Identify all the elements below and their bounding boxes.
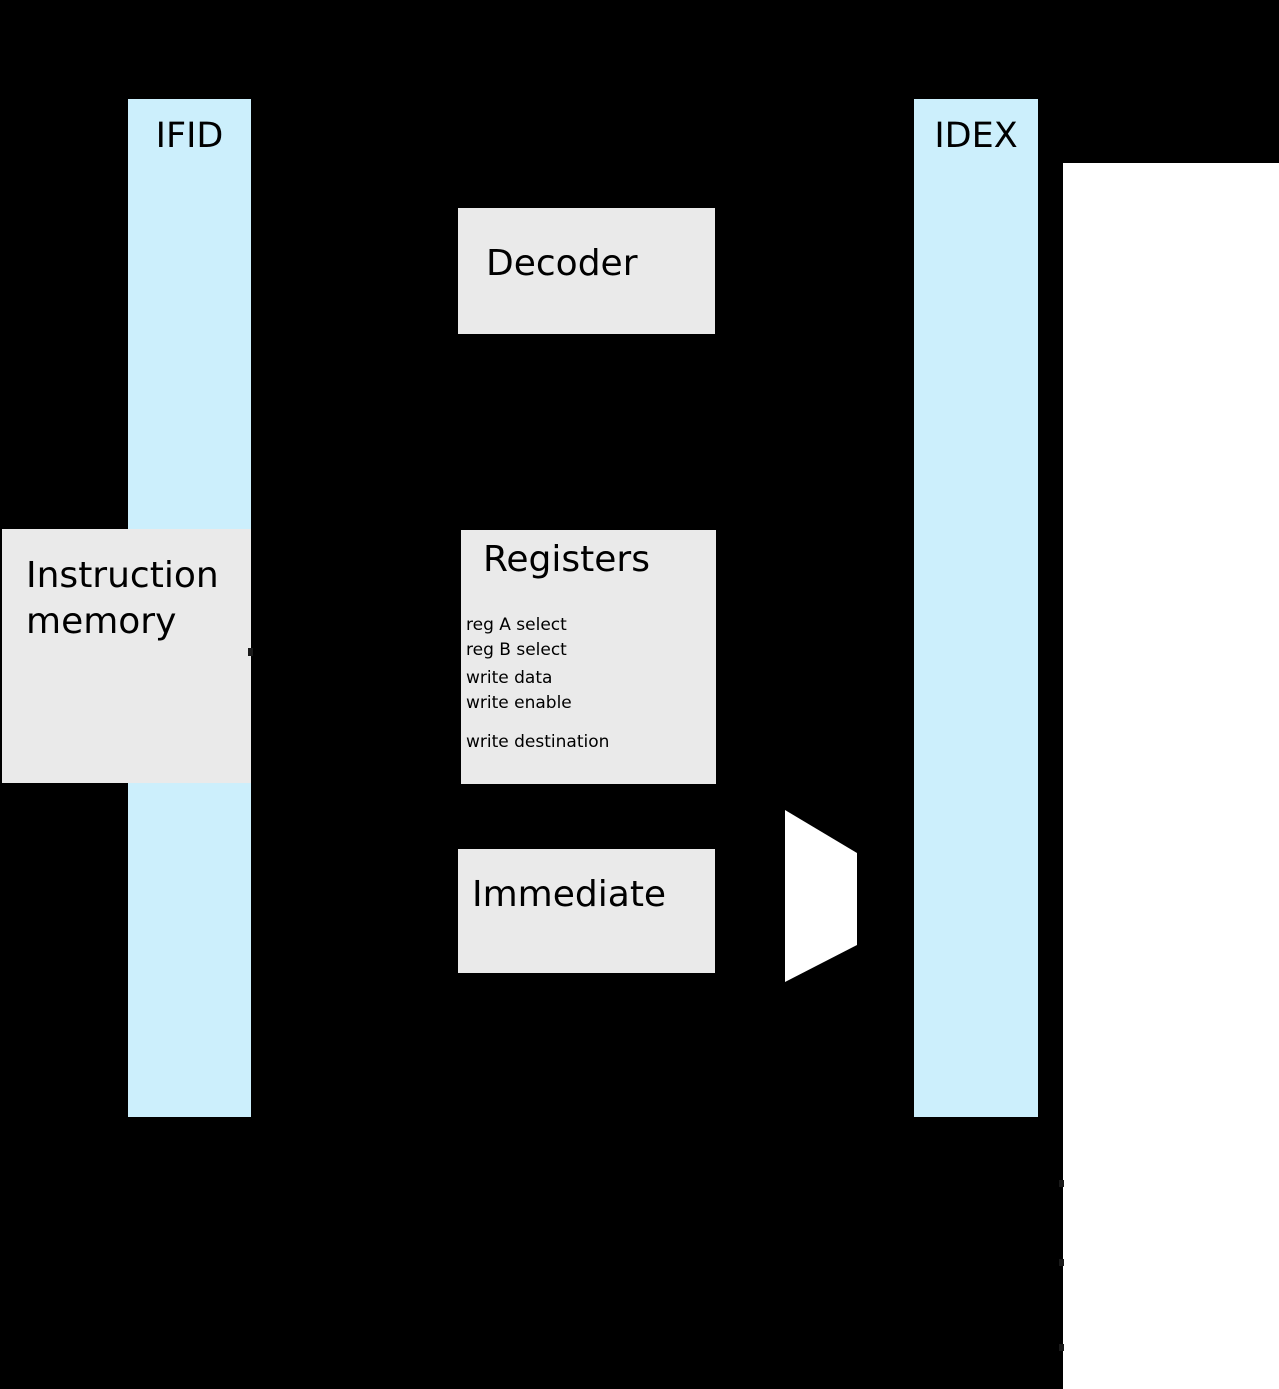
unit-immediate-label: Immediate — [472, 874, 667, 915]
unit-instruction-memory-label: Instruction memory — [26, 555, 219, 642]
operand-mux[interactable] — [783, 806, 863, 986]
right-white-panel — [1063, 163, 1279, 1389]
registers-port-write-enable: write enable — [466, 693, 572, 713]
connector-stub-upper — [1059, 1180, 1064, 1187]
unit-registers-label: Registers — [483, 539, 650, 580]
pipeline-register-idex-label: IDEX — [934, 116, 1018, 156]
unit-decoder[interactable]: Decoder — [458, 208, 715, 334]
unit-decoder-label: Decoder — [486, 243, 638, 284]
registers-port-reg-b-select: reg B select — [466, 640, 567, 660]
registers-port-reg-a-select: reg A select — [466, 615, 567, 635]
connector-stub-lower — [1059, 1344, 1064, 1351]
unit-instruction-memory[interactable]: Instruction memory — [2, 529, 251, 783]
connector-stub-middle — [1059, 1259, 1064, 1266]
pipeline-register-idex[interactable]: IDEX — [914, 99, 1038, 1117]
instruction-memory-output-stub — [248, 648, 253, 656]
mux-trapezoid-icon — [785, 810, 857, 982]
unit-registers[interactable]: Registers reg A select reg B select writ… — [461, 530, 716, 784]
unit-immediate[interactable]: Immediate — [458, 849, 715, 973]
registers-port-write-destination: write destination — [466, 732, 610, 752]
registers-port-write-data: write data — [466, 668, 553, 688]
pipeline-register-ifid-label: IFID — [155, 116, 224, 156]
registers-port-list: reg A select reg B select write data wri… — [466, 613, 609, 755]
